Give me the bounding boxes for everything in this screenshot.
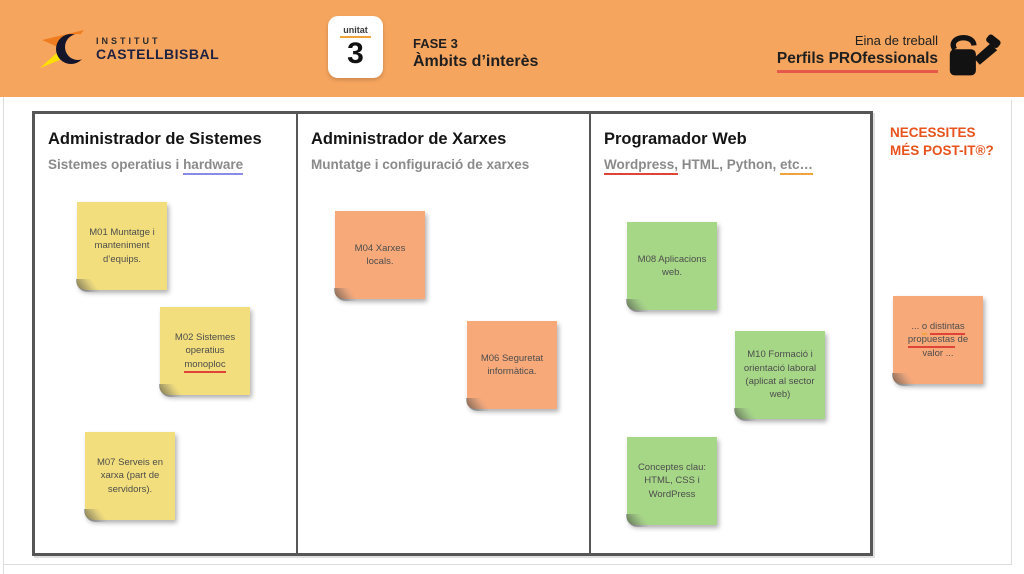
sticky-note[interactable]: M06 Seguretat informàtica. [466, 321, 557, 411]
board-column: Administrador de Sistemes Sistemes opera… [35, 114, 296, 553]
slide-edge-bottom [3, 564, 1011, 565]
column-subtitle: Sistemes operatius i hardware [48, 157, 282, 175]
tool-block: Eina de treball Perfils PROfessionals [776, 33, 938, 73]
sticky-note[interactable]: M01 Muntatge i manteniment d’equips. [76, 202, 167, 292]
sticky-note-text: Conceptes clau: HTML, CSS i WordPress [637, 462, 707, 500]
need-more-postit-label: NECESSITES MÉS POST-IT®? [890, 124, 1022, 159]
logo-castellbisbal-text: CASTELLBISBAL [96, 46, 220, 63]
tool-label: Eina de treball [854, 33, 938, 48]
slide-edge-left [3, 97, 4, 574]
tool-title: Perfils PROfessionals [776, 50, 938, 73]
underlined-text: hardware [183, 157, 244, 175]
sticky-note[interactable]: M04 Xarxes locals. [334, 211, 425, 301]
sticky-note-text: M08 Aplicacions web. [637, 253, 707, 278]
underlined-text: monoploc [184, 358, 226, 373]
sticky-note-text: M02 Sistemes operatius monoploc [160, 327, 250, 375]
board-column: Administrador de Xarxes Muntatge i confi… [296, 114, 589, 553]
board-columns: Administrador de Sistemes Sistemes opera… [35, 114, 870, 553]
institut-logo-icon [40, 30, 90, 68]
column-title: Administrador de Sistemes [48, 130, 262, 148]
sticky-note-text: M10 Formació i orientació laboral (aplic… [743, 349, 817, 401]
sticky-note[interactable]: ... o distintas propuestas de valor ... [892, 296, 983, 386]
sticky-note-text: M07 Serveis en xarxa (part de servidors)… [96, 457, 163, 495]
underlined-text: o [921, 321, 928, 336]
institut-logo: INSTITUT CASTELLBISBAL [40, 24, 219, 76]
phase-title: Àmbits d’interès [413, 53, 539, 70]
sticky-note-text: M06 Seguretat informàtica. [480, 352, 544, 377]
column-title: Administrador de Xarxes [311, 130, 507, 148]
underlined-text: propuestas [907, 334, 955, 349]
column-subtitle: Muntatge i configuració de xarxes [311, 157, 530, 172]
sticky-note[interactable]: M08 Aplicacions web. [626, 222, 717, 312]
need-more-line1: NECESSITES [890, 125, 976, 140]
sticky-note-text: ... o distintas propuestas de valor ... [907, 321, 969, 359]
sticky-note-text: M04 Xarxes locals. [354, 242, 406, 267]
sticky-note[interactable]: Conceptes clau: HTML, CSS i WordPress [626, 437, 717, 527]
sticky-note[interactable]: M10 Formació i orientació laboral (aplic… [734, 331, 825, 421]
phase-label: FASE 3 [413, 36, 458, 51]
sticky-note[interactable]: M02 Sistemes operatius monoploc [159, 307, 250, 397]
sticky-note[interactable]: M07 Serveis en xarxa (part de servidors)… [84, 432, 175, 522]
underlined-text: Wordpress, [604, 157, 679, 175]
column-subtitle: Wordpress, HTML, Python, etc… [604, 157, 856, 175]
unit-number: 3 [347, 36, 364, 70]
underlined-text: distintas [929, 321, 965, 336]
phase-block: FASE 3 Àmbits d’interès [413, 36, 538, 71]
underlined-text: etc… [780, 157, 814, 175]
logo-institut-text: INSTITUT [96, 36, 161, 47]
need-more-line2: MÉS POST-IT®? [890, 142, 994, 158]
slide-edge-right [1011, 100, 1012, 565]
unit-label: unitat [340, 25, 371, 38]
header-bar: INSTITUT CASTELLBISBAL unitat 3 FASE 3 À… [0, 0, 1024, 97]
sticky-note-text: M01 Muntatge i manteniment d’equips. [89, 227, 155, 265]
unit-card: unitat 3 [328, 16, 383, 78]
board-column: Programador Web Wordpress, HTML, Python,… [589, 114, 870, 553]
column-title: Programador Web [604, 130, 747, 148]
watering-can-icon [949, 34, 1001, 76]
